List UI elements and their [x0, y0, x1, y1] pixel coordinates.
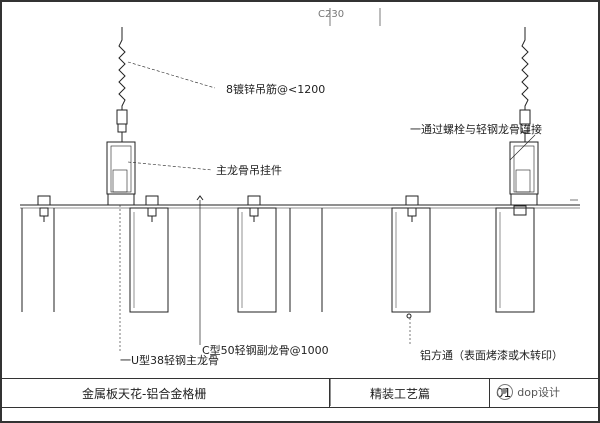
marker-dot — [406, 313, 412, 319]
main-hanger-label: 主龙骨吊挂件 — [216, 164, 282, 177]
right-hanger-rod — [521, 30, 529, 110]
clip-5 — [513, 205, 527, 216]
c-keel-label: C型50轻钢副龙骨@1000 — [202, 344, 329, 357]
right-u-channel — [510, 193, 538, 206]
left-u-channel — [107, 193, 135, 206]
aluminum-tube-4-partial — [289, 208, 323, 312]
top-dimension: C230 — [318, 9, 345, 20]
hanger-rod-label: 8镀锌吊筋@<1200 — [226, 83, 326, 96]
hanger-rod-leader — [127, 61, 216, 89]
aluminum-tube-2 — [129, 207, 169, 313]
watermark: dop设计 — [497, 384, 560, 400]
main-hanger-leader — [127, 161, 213, 171]
tube-left-partial — [21, 208, 55, 312]
clip-3 — [247, 195, 261, 222]
aluminum-tube-3 — [237, 207, 277, 313]
aluminum-tube-6 — [495, 207, 535, 313]
left-hanger-rod — [118, 30, 126, 110]
left-hanger-nut — [116, 109, 128, 125]
aluminum-tube-label: 铝方通（表面烤漆或木转印） — [420, 349, 563, 362]
clip-1 — [37, 195, 51, 222]
aluminum-tube-5 — [391, 207, 431, 313]
clip-4 — [405, 195, 419, 222]
section-name: 精装工艺篇 — [330, 379, 490, 407]
bolt-leader — [509, 134, 536, 161]
u-keel-label: 一U型38轻钢主龙骨 — [120, 354, 220, 367]
right-hanger-nut — [519, 109, 531, 125]
wechat-icon — [497, 384, 514, 400]
c-keel-marker — [196, 195, 204, 201]
watermark-text: dop设计 — [517, 386, 560, 399]
bolt-connection-label: 一通过螺栓与轻钢龙骨连接 — [410, 123, 542, 136]
clip-2 — [145, 195, 159, 222]
drawing-title: 金属板天花-铝合金格栅 — [2, 379, 330, 407]
left-hanger-washer — [117, 123, 127, 133]
